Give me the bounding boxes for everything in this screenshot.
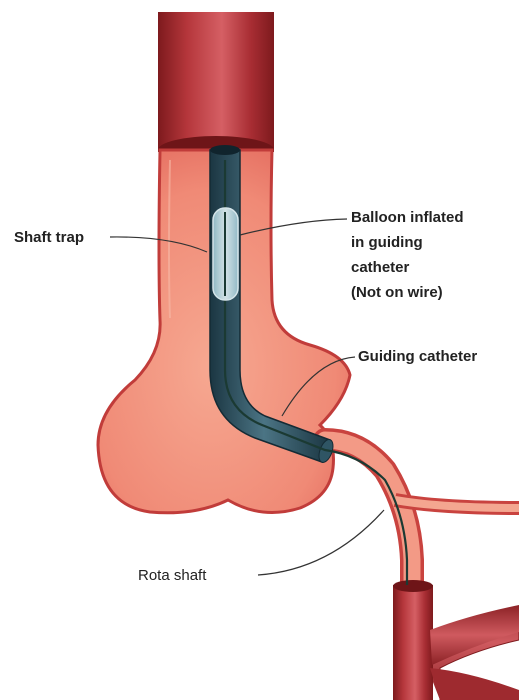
label-balloon: Balloon inflated in guiding catheter (No…	[351, 209, 468, 301]
label-rota-shaft: Rota shaft	[138, 567, 207, 584]
label-shaft-trap: Shaft trap	[14, 229, 84, 246]
upper-vessel	[158, 12, 274, 164]
coronary-vessel	[325, 440, 519, 585]
distal-vessel	[393, 580, 519, 700]
label-guiding-catheter: Guiding catheter	[358, 348, 477, 365]
balloon	[213, 208, 238, 300]
leader-rota-shaft	[258, 510, 384, 575]
